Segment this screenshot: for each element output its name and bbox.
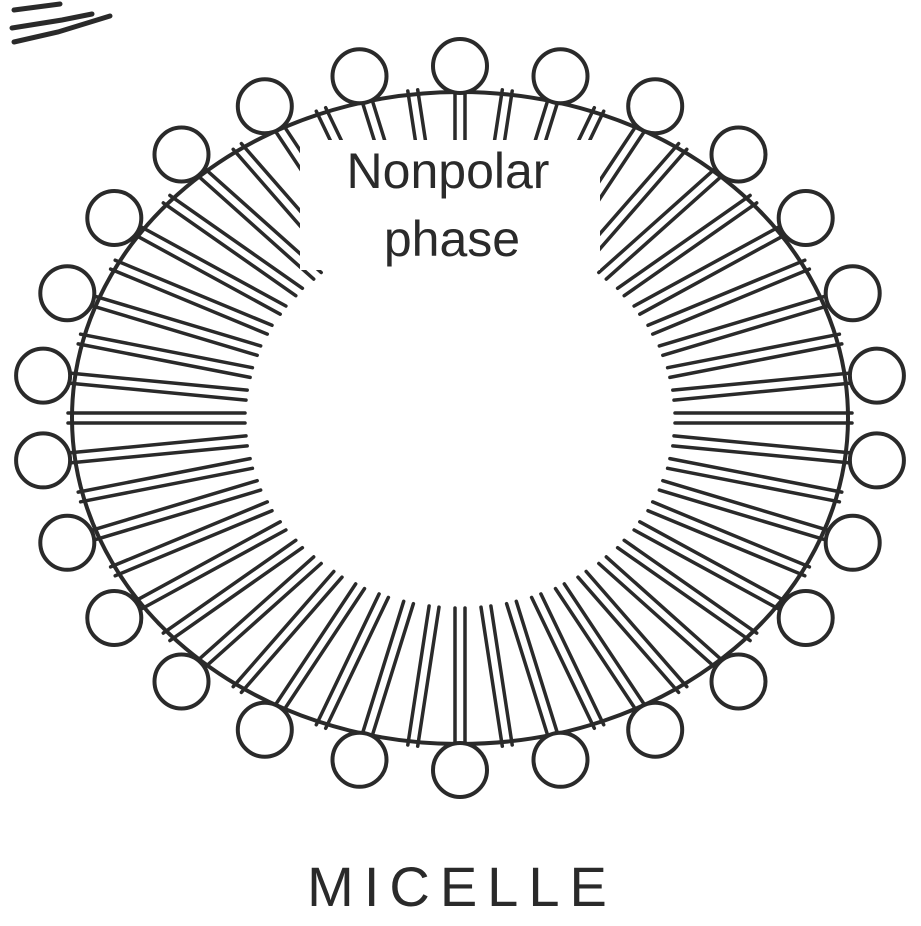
lipid-head	[628, 79, 682, 133]
lipid-tail	[491, 606, 512, 745]
lipid-tail	[115, 511, 272, 576]
lipid-tail	[418, 607, 439, 746]
lipid-head	[238, 703, 292, 757]
lipid-head	[534, 733, 588, 787]
lipid-head	[779, 191, 833, 245]
lipid-head	[16, 349, 70, 403]
lipid-tail	[640, 235, 786, 315]
lipid-head	[534, 49, 588, 103]
lipid-tail	[135, 522, 281, 602]
lipid-tail	[578, 577, 679, 692]
lipid-tail	[640, 522, 786, 602]
lipid-head	[433, 743, 487, 797]
lipid-head	[433, 39, 487, 93]
lipid-head	[155, 655, 209, 709]
lipid-tail	[92, 481, 258, 531]
lipid-head	[238, 79, 292, 133]
lipid-head	[712, 128, 766, 182]
lipid-tail	[408, 606, 429, 745]
lipid-head	[850, 349, 904, 403]
corner-mark	[12, 4, 110, 42]
lipid-head	[333, 733, 387, 787]
lipid-head	[87, 591, 141, 645]
lipid-tail	[648, 511, 805, 576]
lipid-head	[826, 266, 880, 320]
lipid-head	[628, 703, 682, 757]
lipid-tail	[115, 260, 272, 325]
lipid-tail	[663, 481, 829, 531]
lipid-tail	[663, 306, 829, 356]
lipid-tail	[241, 577, 342, 692]
lipid-tail	[135, 235, 281, 315]
lipid-head	[155, 128, 209, 182]
lipid-head	[16, 433, 70, 487]
lipid-tail	[481, 607, 502, 746]
lipid-head	[40, 266, 94, 320]
lipid-tail	[92, 306, 258, 356]
core-label-phase: phase	[384, 211, 520, 267]
lipid-head	[826, 516, 880, 570]
lipid-head	[712, 655, 766, 709]
lipid-tail	[648, 260, 805, 325]
lipid-head	[40, 516, 94, 570]
lipid-head	[850, 433, 904, 487]
core-label-nonpolar: Nonpolar	[347, 143, 550, 199]
diagram-title: MICELLE	[307, 855, 617, 918]
lipid-head	[333, 49, 387, 103]
lipid-head	[779, 591, 833, 645]
lipid-head	[87, 191, 141, 245]
